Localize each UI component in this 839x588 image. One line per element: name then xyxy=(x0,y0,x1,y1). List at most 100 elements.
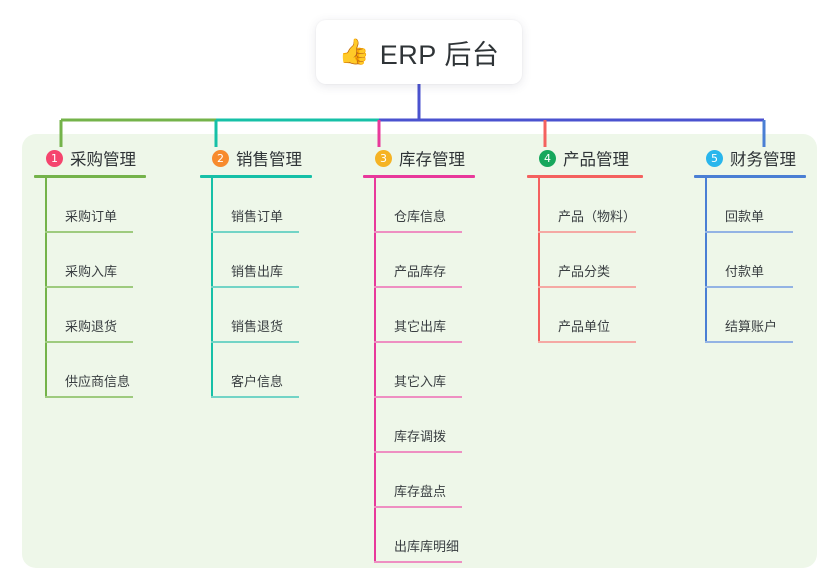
branch-column-2: 2 销售管理销售订单销售出库销售退货客户信息 xyxy=(200,146,312,398)
branch-item-list: 仓库信息产品库存其它出库其它入库库存调拨库存盘点出库库明细 xyxy=(363,178,475,563)
branch-item-label: 产品分类 xyxy=(558,264,611,279)
branch-title: 采购管理 xyxy=(70,151,136,169)
branch-item-label: 其它出库 xyxy=(394,319,447,334)
branch-item-rule xyxy=(374,396,462,398)
root-node-title: ERP 后台 xyxy=(379,39,500,70)
branch-item[interactable]: 仓库信息 xyxy=(363,178,475,233)
branch-item[interactable]: 供应商信息 xyxy=(34,343,146,398)
branch-item-rule xyxy=(374,561,462,563)
branch-item-list: 销售订单销售出库销售退货客户信息 xyxy=(200,178,312,398)
branch-header-1[interactable]: 1 采购管理 xyxy=(34,146,146,170)
branch-item-label: 结算账户 xyxy=(725,319,778,334)
branch-number-badge: 5 xyxy=(706,149,723,167)
branch-item-label: 销售出库 xyxy=(231,264,284,279)
branch-item-list: 产品（物料） 产品分类产品单位 xyxy=(527,178,643,343)
branch-item[interactable]: 客户信息 xyxy=(200,343,312,398)
branch-number-badge: 3 xyxy=(375,149,392,167)
branch-header-rule xyxy=(363,175,475,178)
branch-item-label: 产品（物料） xyxy=(558,209,637,224)
branch-item[interactable]: 产品单位 xyxy=(527,288,643,343)
branch-item[interactable]: 回款单 xyxy=(694,178,806,233)
branch-item-label: 销售订单 xyxy=(231,209,284,224)
branch-header-rule xyxy=(694,175,806,178)
branch-number-badge: 4 xyxy=(539,149,556,167)
branch-title: 产品管理 xyxy=(563,151,629,169)
branch-item[interactable]: 其它出库 xyxy=(363,288,475,343)
branch-item-label: 采购退货 xyxy=(65,319,118,334)
branch-item-label: 产品单位 xyxy=(558,319,611,334)
branch-header-3[interactable]: 3 库存管理 xyxy=(363,146,475,170)
branch-column-1: 1 采购管理采购订单采购入库采购退货供应商信息 xyxy=(34,146,146,398)
branch-item[interactable]: 采购退货 xyxy=(34,288,146,343)
branch-item-label: 出库库明细 xyxy=(394,539,460,554)
branch-item[interactable]: 其它入库 xyxy=(363,343,475,398)
branch-item-list: 采购订单采购入库采购退货供应商信息 xyxy=(34,178,146,398)
branch-item-rule xyxy=(538,231,636,233)
branch-item[interactable]: 销售订单 xyxy=(200,178,312,233)
branch-item[interactable]: 采购订单 xyxy=(34,178,146,233)
branch-item-rule xyxy=(211,341,299,343)
branch-item-rule xyxy=(45,396,133,398)
branch-header-rule xyxy=(34,175,146,178)
branch-item-rule xyxy=(374,506,462,508)
branch-item-rule xyxy=(374,286,462,288)
branch-item-label: 回款单 xyxy=(725,209,765,224)
branch-item-rule xyxy=(45,286,133,288)
branch-item-rule xyxy=(45,231,133,233)
branch-title: 财务管理 xyxy=(730,151,796,169)
branch-header-rule xyxy=(527,175,643,178)
branch-title: 销售管理 xyxy=(236,151,302,169)
branch-item-rule xyxy=(374,231,462,233)
branch-item[interactable]: 销售退货 xyxy=(200,288,312,343)
thumbs-up-icon: 👍 xyxy=(338,37,370,66)
branch-spine xyxy=(538,178,540,343)
root-node-content: 👍 ERP 后台 xyxy=(339,33,500,72)
branch-item-label: 客户信息 xyxy=(231,374,284,389)
branch-item-rule xyxy=(705,341,793,343)
branch-item-rule xyxy=(211,231,299,233)
branch-item[interactable]: 付款单 xyxy=(694,233,806,288)
branch-item-label: 产品库存 xyxy=(394,264,447,279)
branch-item-label: 其它入库 xyxy=(394,374,447,389)
branch-header-5[interactable]: 5 财务管理 xyxy=(694,146,806,170)
branch-item[interactable]: 产品分类 xyxy=(527,233,643,288)
branch-item[interactable]: 产品（物料） xyxy=(527,178,643,233)
branch-column-5: 5 财务管理回款单付款单结算账户 xyxy=(694,146,806,343)
branch-item-label: 库存调拨 xyxy=(394,429,447,444)
branch-number-badge: 2 xyxy=(212,149,229,167)
branch-item-rule xyxy=(538,286,636,288)
branch-spine xyxy=(45,178,47,398)
branch-spine xyxy=(211,178,213,398)
branch-item-label: 供应商信息 xyxy=(65,374,131,389)
branch-item[interactable]: 销售出库 xyxy=(200,233,312,288)
branch-column-3: 3 库存管理仓库信息产品库存其它出库其它入库库存调拨库存盘点出库库明细 xyxy=(363,146,475,563)
branch-item[interactable]: 产品库存 xyxy=(363,233,475,288)
branch-header-rule xyxy=(200,175,312,178)
branch-item-rule xyxy=(538,341,636,343)
branch-item-rule xyxy=(374,341,462,343)
branch-header-2[interactable]: 2 销售管理 xyxy=(200,146,312,170)
branch-item[interactable]: 结算账户 xyxy=(694,288,806,343)
branch-item-label: 付款单 xyxy=(725,264,765,279)
branch-item[interactable]: 出库库明细 xyxy=(363,508,475,563)
branch-item[interactable]: 采购入库 xyxy=(34,233,146,288)
branch-item-rule xyxy=(374,451,462,453)
branch-item-label: 库存盘点 xyxy=(394,484,447,499)
branch-title: 库存管理 xyxy=(399,151,465,169)
branch-item-rule xyxy=(705,286,793,288)
root-node-card[interactable]: 👍 ERP 后台 xyxy=(316,20,522,84)
branch-header-4[interactable]: 4 产品管理 xyxy=(527,146,643,170)
branch-spine xyxy=(705,178,707,343)
branch-item[interactable]: 库存盘点 xyxy=(363,453,475,508)
diagram-panel xyxy=(22,134,817,568)
branch-item-label: 采购订单 xyxy=(65,209,118,224)
branch-item-label: 销售退货 xyxy=(231,319,284,334)
branch-item-label: 采购入库 xyxy=(65,264,118,279)
branch-number-badge: 1 xyxy=(46,149,63,167)
branch-item-label: 仓库信息 xyxy=(394,209,447,224)
branch-item-rule xyxy=(705,231,793,233)
branch-item-rule xyxy=(211,396,299,398)
branch-item[interactable]: 库存调拨 xyxy=(363,398,475,453)
